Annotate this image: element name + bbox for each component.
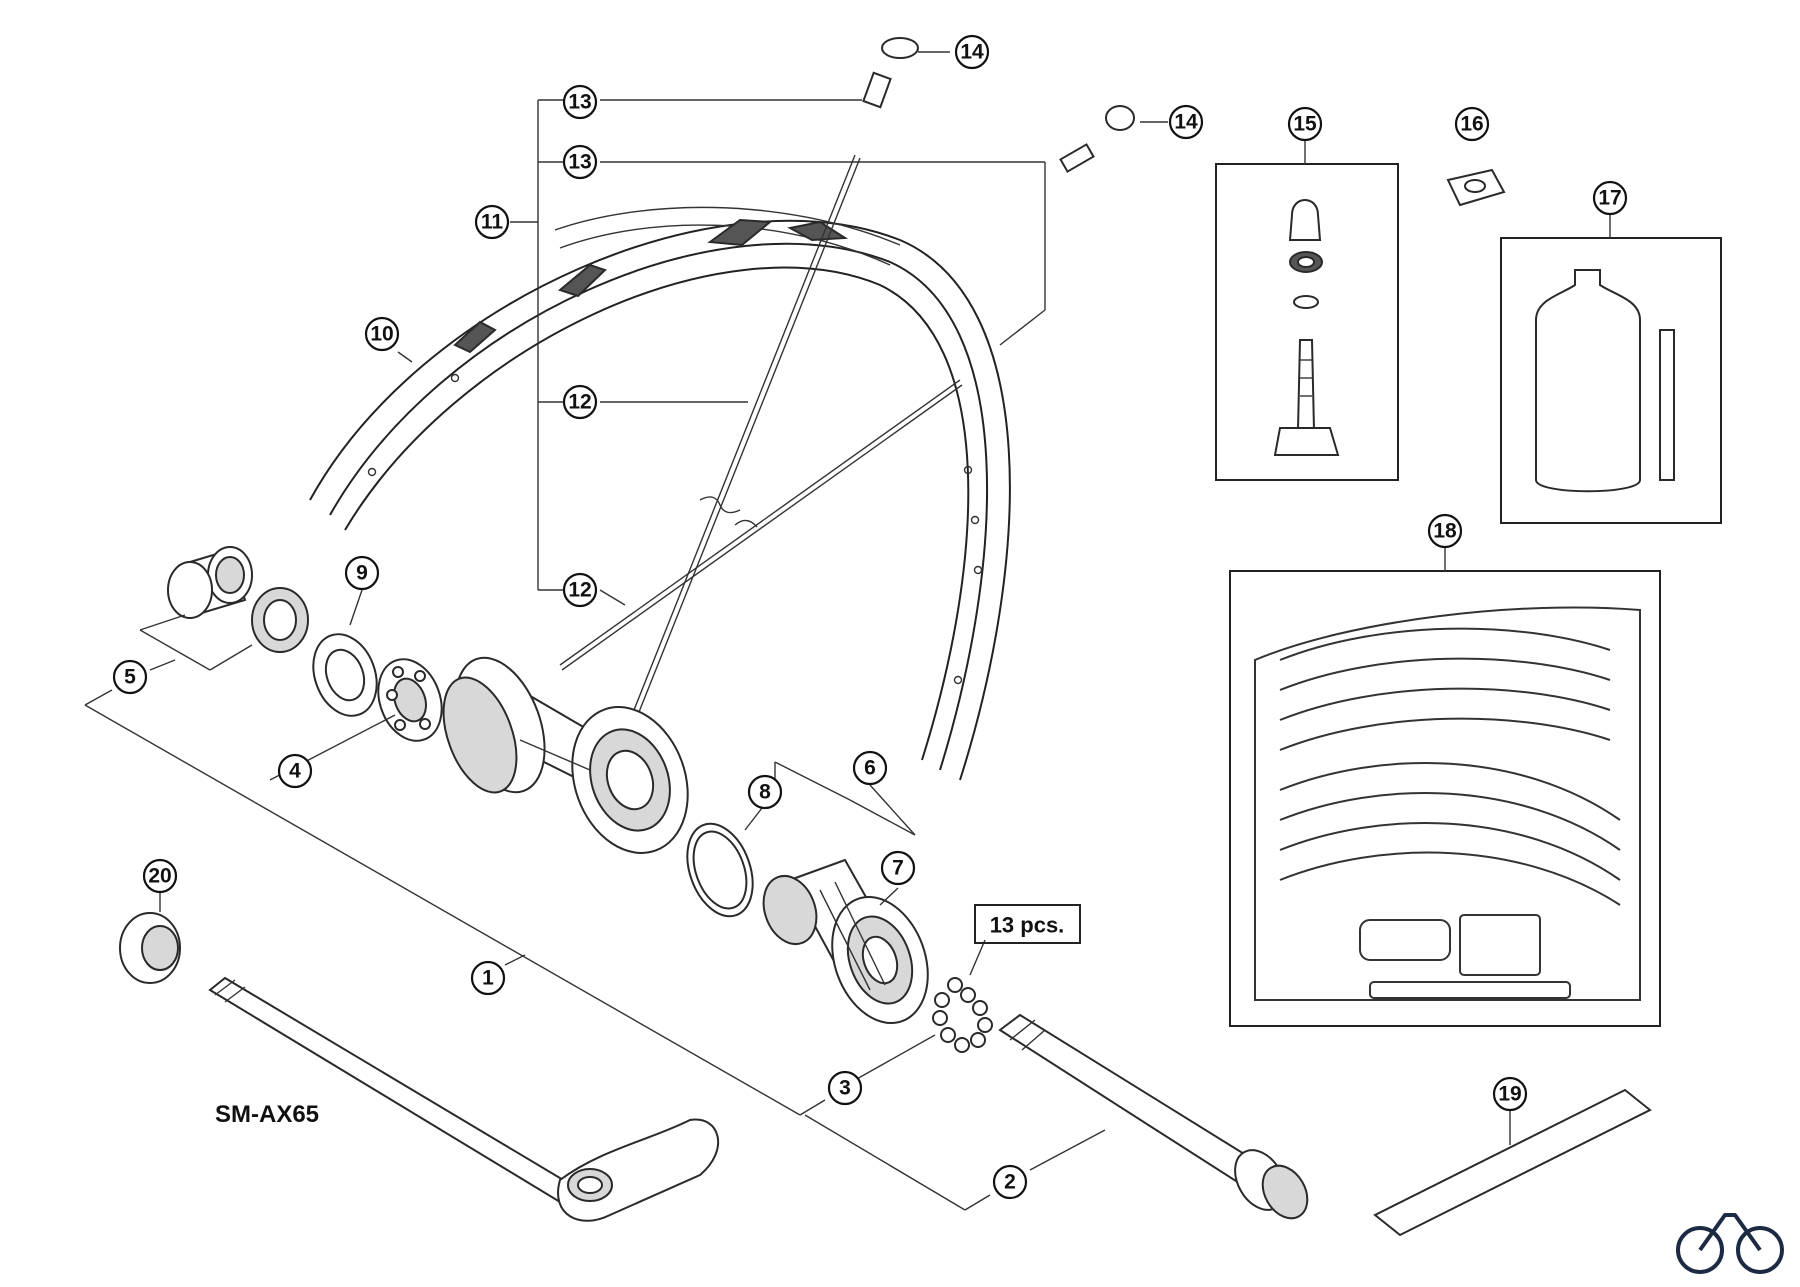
callout-18: 18 <box>1427 513 1463 549</box>
svg-text:12: 12 <box>568 579 591 602</box>
callout-19: 19 <box>1492 1076 1528 1112</box>
svg-text:13 pcs.: 13 pcs. <box>990 913 1065 938</box>
svg-text:1: 1 <box>482 967 494 990</box>
rim-nut <box>1446 168 1506 207</box>
svg-text:7: 7 <box>892 857 904 880</box>
freehub-body <box>762 858 929 1024</box>
quantity-note: 13 pcs. <box>974 904 1081 944</box>
svg-text:11: 11 <box>481 211 504 234</box>
svg-text:6: 6 <box>864 757 876 780</box>
svg-text:13: 13 <box>568 151 591 174</box>
svg-text:10: 10 <box>370 323 393 346</box>
callout-14-upper: 14 <box>954 34 990 70</box>
svg-text:15: 15 <box>1293 113 1317 136</box>
svg-text:16: 16 <box>1460 113 1483 136</box>
svg-text:12: 12 <box>568 391 591 414</box>
callout-3: 3 <box>827 1070 863 1106</box>
callout-9: 9 <box>344 555 380 591</box>
callout-20: 20 <box>142 858 178 894</box>
callout-5: 5 <box>112 659 148 695</box>
svg-text:17: 17 <box>1598 187 1621 210</box>
svg-text:14: 14 <box>1174 111 1198 134</box>
svg-text:9: 9 <box>356 562 368 585</box>
callout-17: 17 <box>1592 180 1628 216</box>
callout-10: 10 <box>364 316 400 352</box>
callout-14-lower: 14 <box>1168 104 1204 140</box>
axle <box>998 1013 1309 1220</box>
ball-bearings <box>932 977 993 1053</box>
callout-16: 16 <box>1454 106 1490 142</box>
callout-1: 1 <box>470 960 506 996</box>
callout-7: 7 <box>880 850 916 886</box>
sealant-box <box>1500 215 1722 524</box>
leader-lines <box>84 51 1168 1211</box>
hub-shell <box>442 656 689 854</box>
svg-text:19: 19 <box>1498 1083 1521 1106</box>
callout-13-lower: 13 <box>562 144 598 180</box>
valve-kit-box <box>1215 140 1399 481</box>
rim-tape <box>1373 1088 1652 1237</box>
callout-12-lower: 12 <box>562 572 598 608</box>
axle-nut <box>119 912 181 984</box>
o-ring <box>686 822 754 918</box>
bearing <box>377 658 443 742</box>
decal-sheet <box>1229 545 1661 1027</box>
model-label: SM-AX65 <box>215 1101 319 1128</box>
spokes <box>559 71 1095 723</box>
svg-text:4: 4 <box>289 760 301 783</box>
svg-text:14: 14 <box>960 41 984 64</box>
seal-ring <box>312 633 378 717</box>
callout-13-upper: 13 <box>562 84 598 120</box>
bicycle-icon <box>1676 1213 1784 1274</box>
callout-2: 2 <box>992 1164 1028 1200</box>
svg-text:20: 20 <box>148 865 171 888</box>
callout-6: 6 <box>852 750 888 786</box>
callout-12-upper: 12 <box>562 384 598 420</box>
svg-text:8: 8 <box>759 781 771 804</box>
callout-8: 8 <box>747 774 783 810</box>
svg-text:3: 3 <box>839 1077 851 1100</box>
nipple-heads <box>881 37 1135 131</box>
svg-text:18: 18 <box>1433 520 1457 543</box>
rim <box>309 206 1011 781</box>
end-cap <box>167 546 309 653</box>
svg-text:2: 2 <box>1004 1171 1016 1194</box>
svg-text:13: 13 <box>568 91 591 114</box>
thru-axle-lever <box>124 917 719 1222</box>
callout-15: 15 <box>1287 106 1323 142</box>
callout-11: 11 <box>474 204 510 240</box>
callout-4: 4 <box>277 753 313 789</box>
svg-text:5: 5 <box>124 666 136 689</box>
